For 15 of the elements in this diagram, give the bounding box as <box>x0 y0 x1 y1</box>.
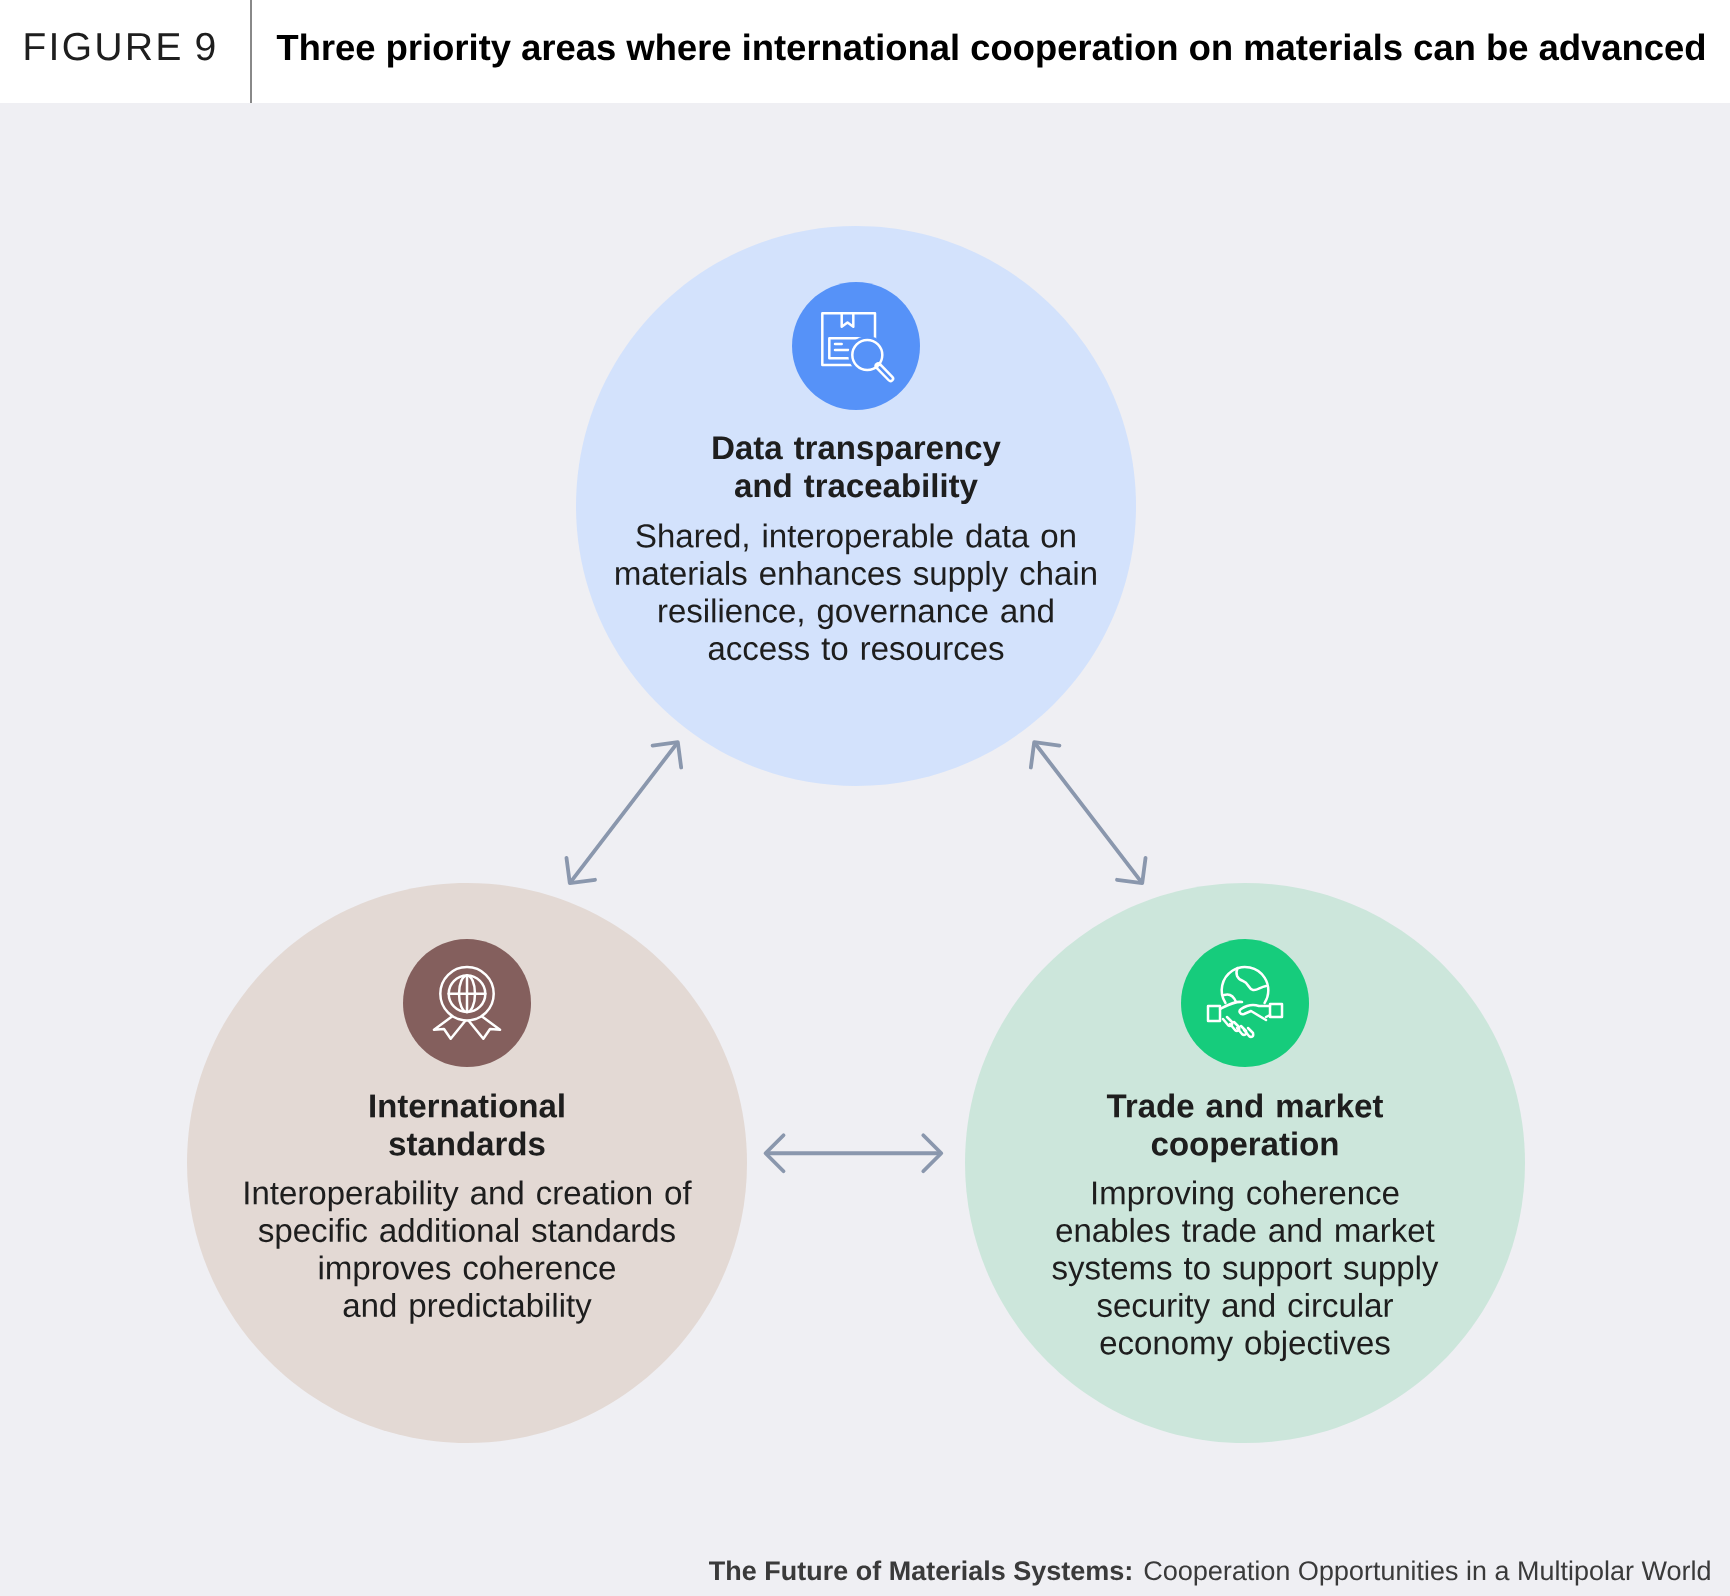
double-arrow <box>1028 740 1148 885</box>
description: Interoperability and creation of specific additional standards improves coherence and predictability <box>245 1180 692 1324</box>
description: Shared, interoperable data on materials enhances supply chain resilience, governance and access to resources <box>616 523 1096 661</box>
title: Three priority areas where international cooperation on materials can be advanced <box>276 33 1705 68</box>
description: Improving coherence enables trade and market systems to support supply security and circular economy objectives <box>1052 1180 1439 1362</box>
topic-circle <box>187 883 747 1443</box>
topic-circle <box>576 226 1136 786</box>
heading: Data transparency and traceability <box>713 436 1001 504</box>
source-note: The Future of Materials Systems: Cooperation Opportunities in a Multipolar World <box>709 1560 1710 1586</box>
figure-number: FIGURE 9 <box>25 32 215 61</box>
double-arrow <box>763 1133 944 1174</box>
topic-circle <box>965 883 1525 1443</box>
double-arrow <box>564 740 684 885</box>
heading: International standards <box>370 1093 564 1156</box>
heading: Trade and market cooperation <box>1106 1093 1383 1163</box>
